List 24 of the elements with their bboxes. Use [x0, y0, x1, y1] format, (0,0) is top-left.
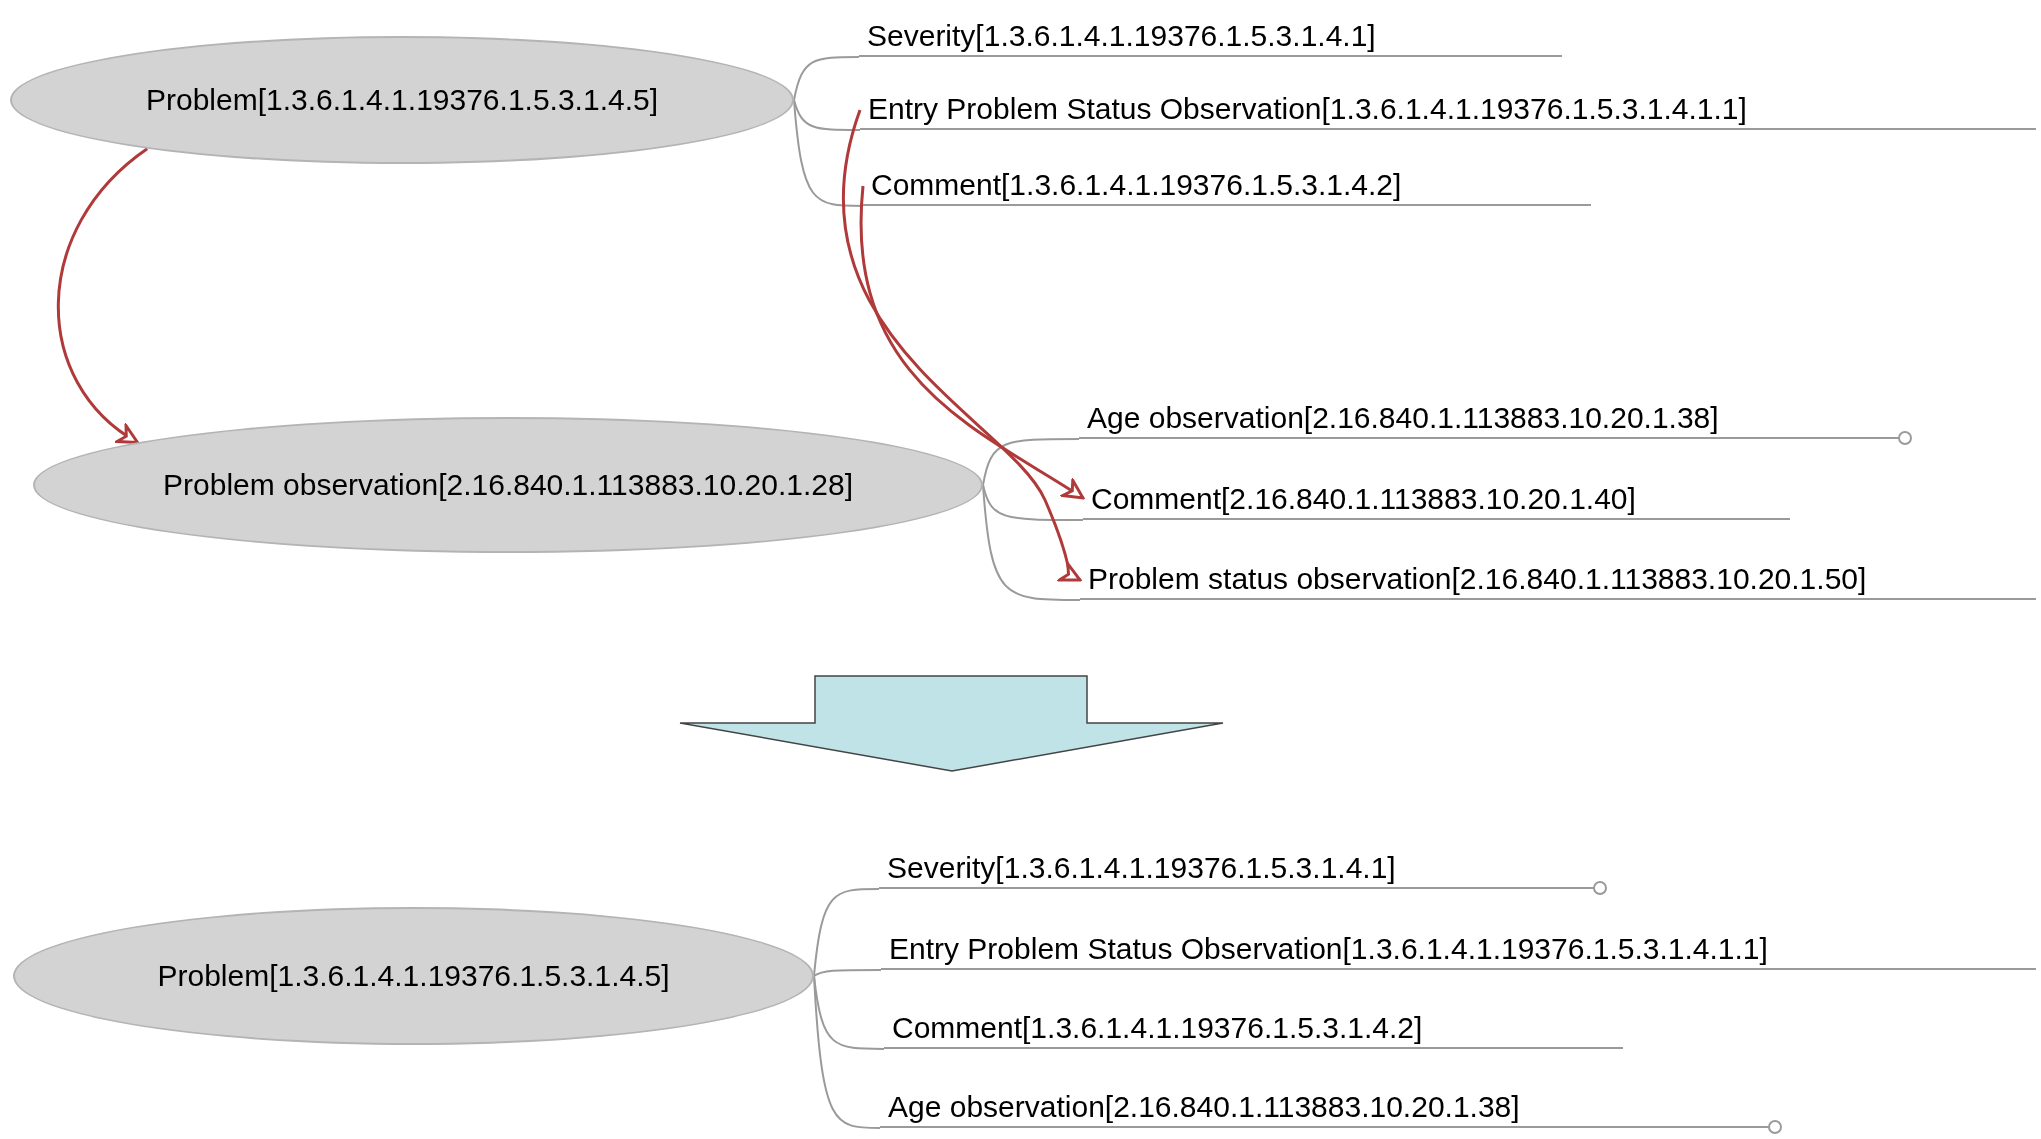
connector-line: [793, 99, 861, 131]
connector-line: [813, 975, 881, 1129]
node-label: Severity[1.3.6.1.4.1.19376.1.5.3.1.4.1]: [867, 18, 1376, 54]
node-label: Comment[2.16.840.1.113883.10.20.1.40]: [1091, 481, 1636, 517]
connector-line: [793, 56, 860, 101]
node-label: Comment[1.3.6.1.4.1.19376.1.5.3.1.4.2]: [892, 1010, 1423, 1046]
node-label: Entry Problem Status Observation[1.3.6.1.4.1.19376.1.5.3.1.4.1.1]: [889, 931, 1768, 967]
connector-line: [813, 969, 882, 977]
arrow: [56, 147, 149, 444]
node-label: Age observation[2.16.840.1.113883.10.20.1.38]: [1087, 400, 1719, 436]
node-label: Comment[1.3.6.1.4.1.19376.1.5.3.1.4.2]: [871, 167, 1402, 203]
node-label: Severity[1.3.6.1.4.1.19376.1.5.3.1.4.1]: [887, 850, 1396, 886]
node-label: Problem[1.3.6.1.4.1.19376.1.5.3.1.4.5]: [145, 82, 658, 118]
connector-line: [982, 484, 1081, 601]
arrow: [842, 109, 1082, 582]
connector-line: [813, 888, 880, 977]
node-label: Age observation[2.16.840.1.113883.10.20.1.38]: [888, 1089, 1520, 1125]
arrow: [859, 185, 1085, 500]
node-label: Problem observation[2.16.840.1.113883.10.20.1.28]: [163, 467, 853, 503]
node-label: Entry Problem Status Observation[1.3.6.1.4.1.19376.1.5.3.1.4.1.1]: [868, 91, 1747, 127]
node-label: Problem[1.3.6.1.4.1.19376.1.5.3.1.4.5]: [157, 958, 670, 994]
node-label: Problem status observation[2.16.840.1.113883.10.20.1.50]: [1088, 561, 1867, 597]
connector-line: [982, 438, 1080, 486]
connector-line: [982, 484, 1084, 521]
